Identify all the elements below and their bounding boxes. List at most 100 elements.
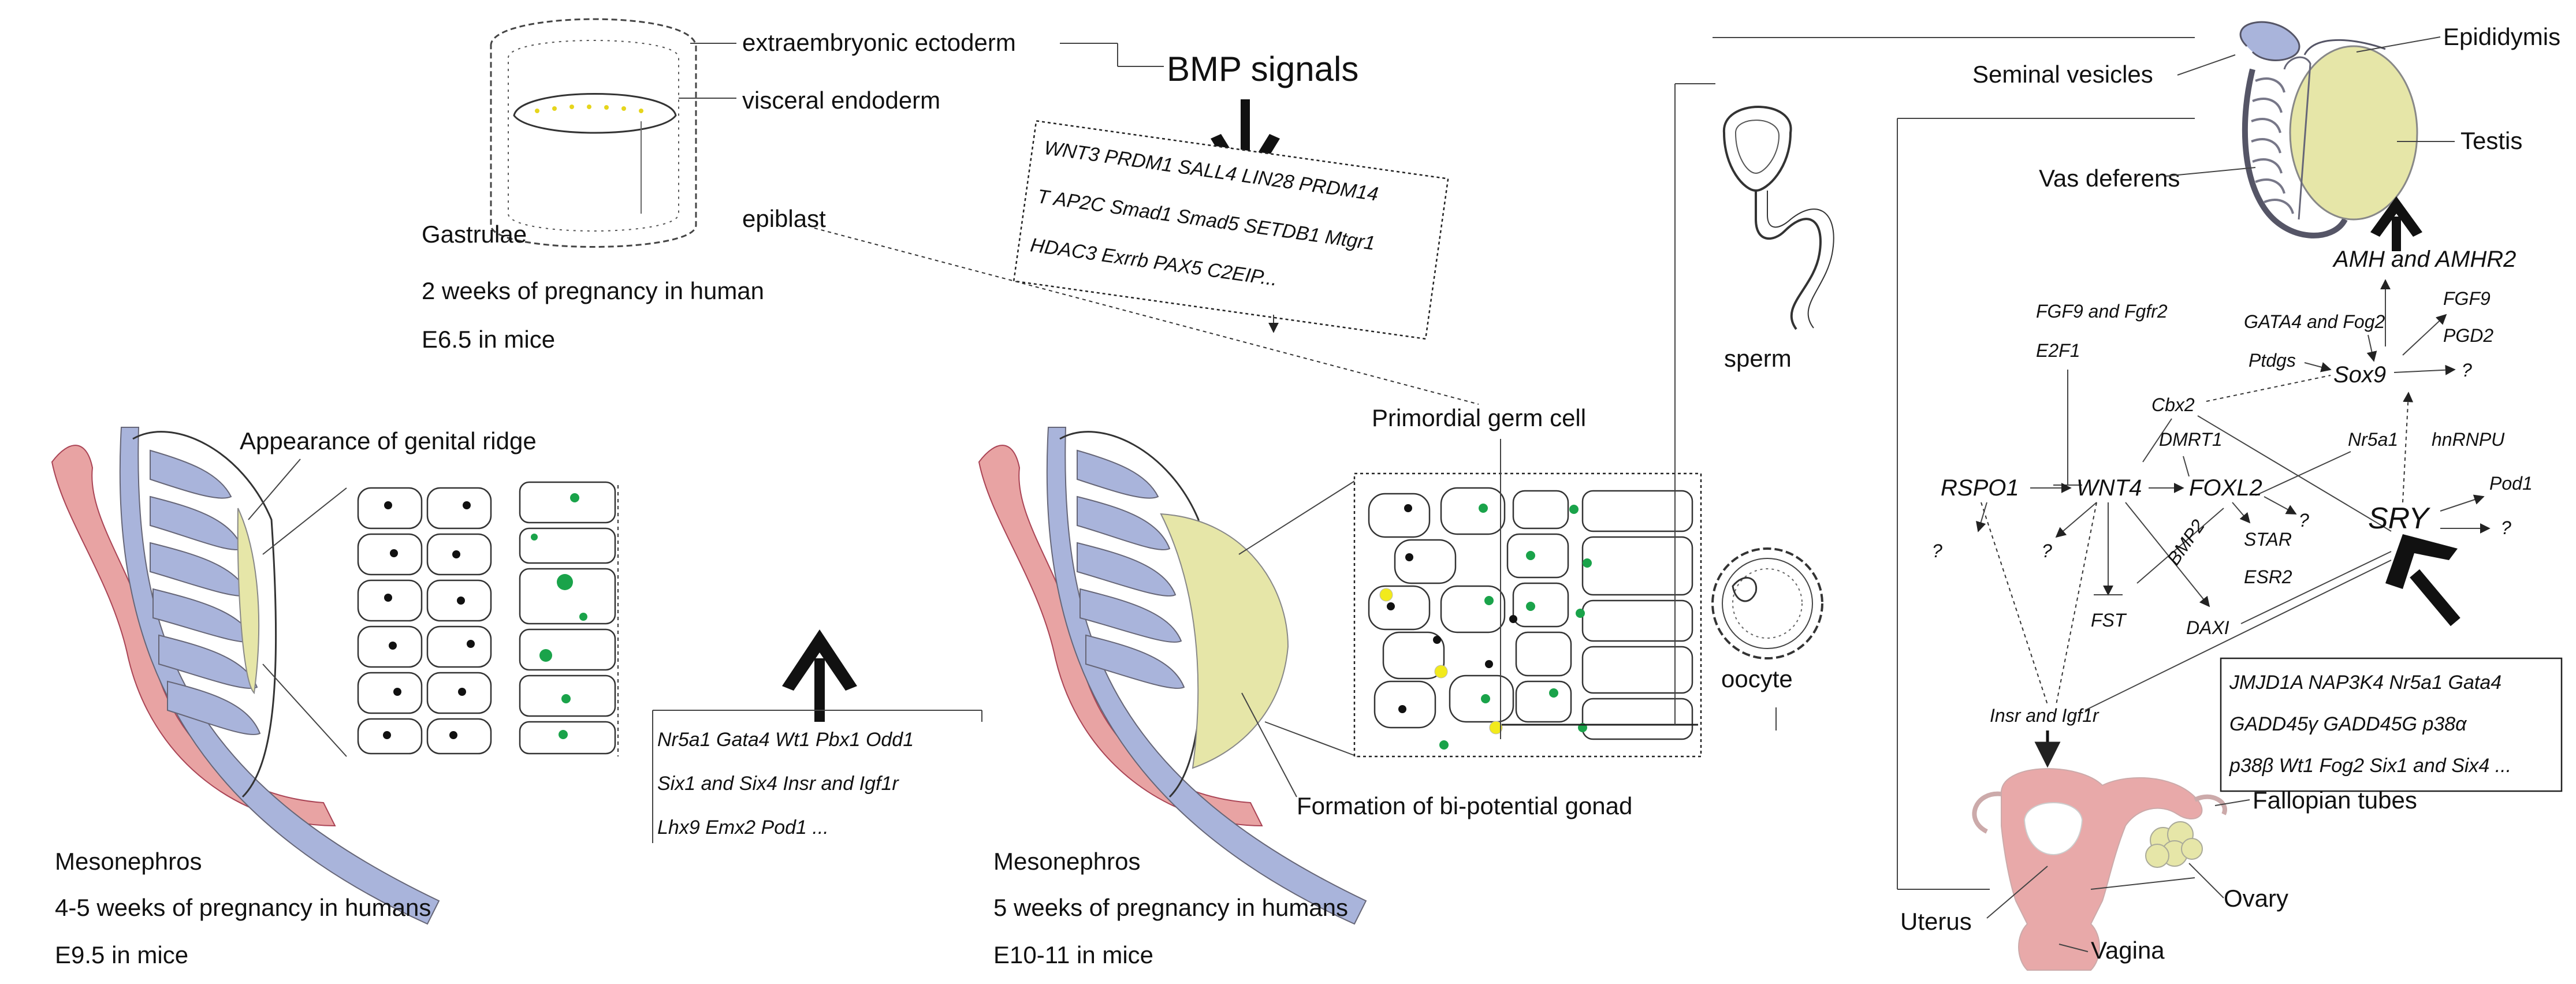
- leader-uterus: [1986, 866, 2048, 919]
- sry-upstream-arrow: [2385, 534, 2460, 627]
- bmp2-line: [2136, 508, 2224, 584]
- bipotential-gonad: [1160, 513, 1289, 769]
- label-fallopian-tubes: Fallopian tubes: [2253, 787, 2417, 814]
- dax1-inhibit-sry: [2240, 551, 2392, 624]
- stage1-genes-line2: Six1 and Six4 Insr and Igf1r: [657, 773, 899, 795]
- gene-sox9: Sox9: [2333, 362, 2386, 387]
- leader-ridge: [248, 459, 301, 520]
- testis-shape: [2289, 45, 2418, 221]
- gene-pod1: Pod1: [2489, 473, 2533, 494]
- amh-arrow: [2370, 196, 2422, 251]
- mesonephric-duct-1: [51, 445, 336, 827]
- epiblast-yellow-dots: [535, 105, 643, 113]
- gata4-to-sox9: [2366, 334, 2377, 362]
- label-bipotential-gonad: Formation of bi-potential gonad: [1297, 792, 1632, 819]
- oocyte-drawing: [1711, 547, 1823, 659]
- leader-vas: [2165, 167, 2256, 177]
- female-tract-drawing: [1972, 768, 2227, 971]
- ptdgs-to-sox9: [2304, 362, 2332, 372]
- label-vas-deferens: Vas deferens: [2039, 165, 2180, 192]
- sox9-to-q: [2393, 364, 2456, 375]
- sry-genes-line1: JMJD1A NAP3K4 Nr5a1 Gata4: [2229, 672, 2501, 694]
- stage1-gene-box: Nr5a1 Gata4 Wt1 Pbx1 Odd1 Six1 and Six4 …: [652, 710, 982, 843]
- sry-genes-line3: p38β Wt1 Fog2 Six1 and Six4 ...: [2229, 755, 2511, 777]
- sox9-to-fgf9: [2402, 314, 2447, 356]
- stage1-mice-stage: E9.5 in mice: [55, 941, 188, 968]
- tubules-1: [150, 449, 261, 735]
- gene-sry: SRY: [2368, 502, 2430, 535]
- nr5a1-to-foxl2: [2255, 451, 2351, 496]
- gene-fst: FST: [2091, 610, 2127, 631]
- mesonephros-stage2: [978, 427, 1367, 925]
- label-seminal-vesicles: Seminal vesicles: [1972, 61, 2153, 88]
- label-uterus: Uterus: [1900, 908, 1972, 935]
- gene-dmrt1: DMRT1: [2159, 429, 2223, 450]
- sry-gene-box: JMJD1A NAP3K4 Nr5a1 Gata4 GADD45γ GADD45…: [2220, 657, 2563, 792]
- gene-fgf9-fgfr2: FGF9 and Fgfr2: [2036, 301, 2168, 322]
- gene-ptdgs: Ptdgs: [2249, 350, 2296, 371]
- male-tract-drawing: [2239, 21, 2418, 238]
- cell-panel-1: [357, 481, 619, 756]
- stage1-genes-line1: Nr5a1 Gata4 Wt1 Pbx1 Odd1: [657, 729, 914, 751]
- rspo1-q: ?: [1932, 541, 1942, 561]
- wnt4-to-q: [2055, 502, 2097, 538]
- gene-star: STAR: [2244, 529, 2292, 550]
- leader-epididymis: [2356, 36, 2441, 53]
- gastrulae-human-stage: 2 weeks of pregnancy in human: [422, 277, 764, 304]
- bmp-gene-box: WNT3 PRDM1 SALL4 LIN28 PRDM14 T AP2C Sma…: [1012, 120, 1449, 340]
- label-sperm: sperm: [1724, 345, 1792, 372]
- gene-hnrnpu: hnRNPU: [2432, 429, 2505, 450]
- mesonephric-duct-2: [978, 445, 1263, 827]
- rspo1-to-q: [1976, 502, 1987, 532]
- ovary-shape: [2145, 821, 2203, 868]
- sox9-q: ?: [2462, 360, 2472, 381]
- zoom-line-bottom-2: [1264, 721, 1358, 757]
- gene-wnt4: WNT4: [2076, 475, 2142, 501]
- gene-cbx2: Cbx2: [2151, 394, 2195, 415]
- label-primordial-germ-cell: Primordial germ cell: [1372, 404, 1586, 431]
- foxl2-to-star: [2232, 502, 2251, 524]
- label-amh-amhr2: AMH and AMHR2: [2332, 247, 2516, 272]
- cbx2-to-sry: [2197, 415, 2392, 532]
- gene-fgf9: FGF9: [2443, 288, 2491, 309]
- gene-esr2: ESR2: [2244, 566, 2292, 587]
- wnt4-to-dax1: [2125, 502, 2210, 607]
- gastrulae-mice-stage: E6.5 in mice: [422, 326, 555, 353]
- zoom-line-top-1: [262, 487, 347, 555]
- label-epididymis: Epididymis: [2443, 23, 2560, 50]
- foxl2-to-q: [2264, 496, 2297, 515]
- gene-insr-igf1r: Insr and Igf1r: [1990, 705, 2099, 726]
- insr-to-sry: [2084, 560, 2392, 711]
- gene-gata4-fog2: GATA4 and Fog2: [2244, 311, 2385, 332]
- sry-to-sox9-dotted: [2402, 392, 2414, 503]
- leader-vagina: [2058, 944, 2089, 952]
- cbx2-to-sox9-dotted: [2206, 375, 2331, 402]
- leader-seminal: [2177, 54, 2236, 76]
- stage2-human-stage: 5 weeks of pregnancy in humans: [993, 894, 1348, 921]
- sry-q: ?: [2501, 517, 2511, 538]
- gene-e2f1: E2F1: [2036, 340, 2080, 361]
- stage2-title: Mesonephros: [993, 848, 1140, 875]
- label-oocyte: oocyte: [1721, 665, 1793, 692]
- cell-panel-2: [1353, 439, 1702, 758]
- stage2-mice-stage: E10-11 in mice: [993, 941, 1153, 968]
- label-epiblast: epiblast: [742, 205, 826, 232]
- leader-fallopian: [2214, 799, 2250, 806]
- genital-ridge: [237, 508, 260, 695]
- rspo1-to-insr-dotted: [1981, 502, 2048, 705]
- zoom-line-top-2: [1238, 479, 1358, 555]
- gastrulae-embryo: [490, 18, 697, 248]
- stage1-genes-line3: Lhx9 Emx2 Pod1 ...: [657, 817, 829, 838]
- cbx2-to-wnt4: [2142, 418, 2172, 463]
- label-visceral-endoderm: visceral endoderm: [742, 87, 940, 114]
- sry-genes-line2: GADD45γ GADD45G p38α: [2229, 713, 2467, 735]
- stage1-human-stage: 4-5 weeks of pregnancy in humans: [55, 894, 431, 921]
- label-ovary: Ovary: [2224, 885, 2288, 912]
- gene-nr5a1: Nr5a1: [2348, 429, 2398, 450]
- gastrulae-title: Gastrulae: [422, 221, 527, 248]
- sperm-drawing: [1722, 106, 1834, 330]
- dmrt1-inhibit-foxl2: [2183, 456, 2190, 477]
- foxl2-q: ?: [2299, 510, 2309, 531]
- stage1-arrow: [782, 629, 857, 722]
